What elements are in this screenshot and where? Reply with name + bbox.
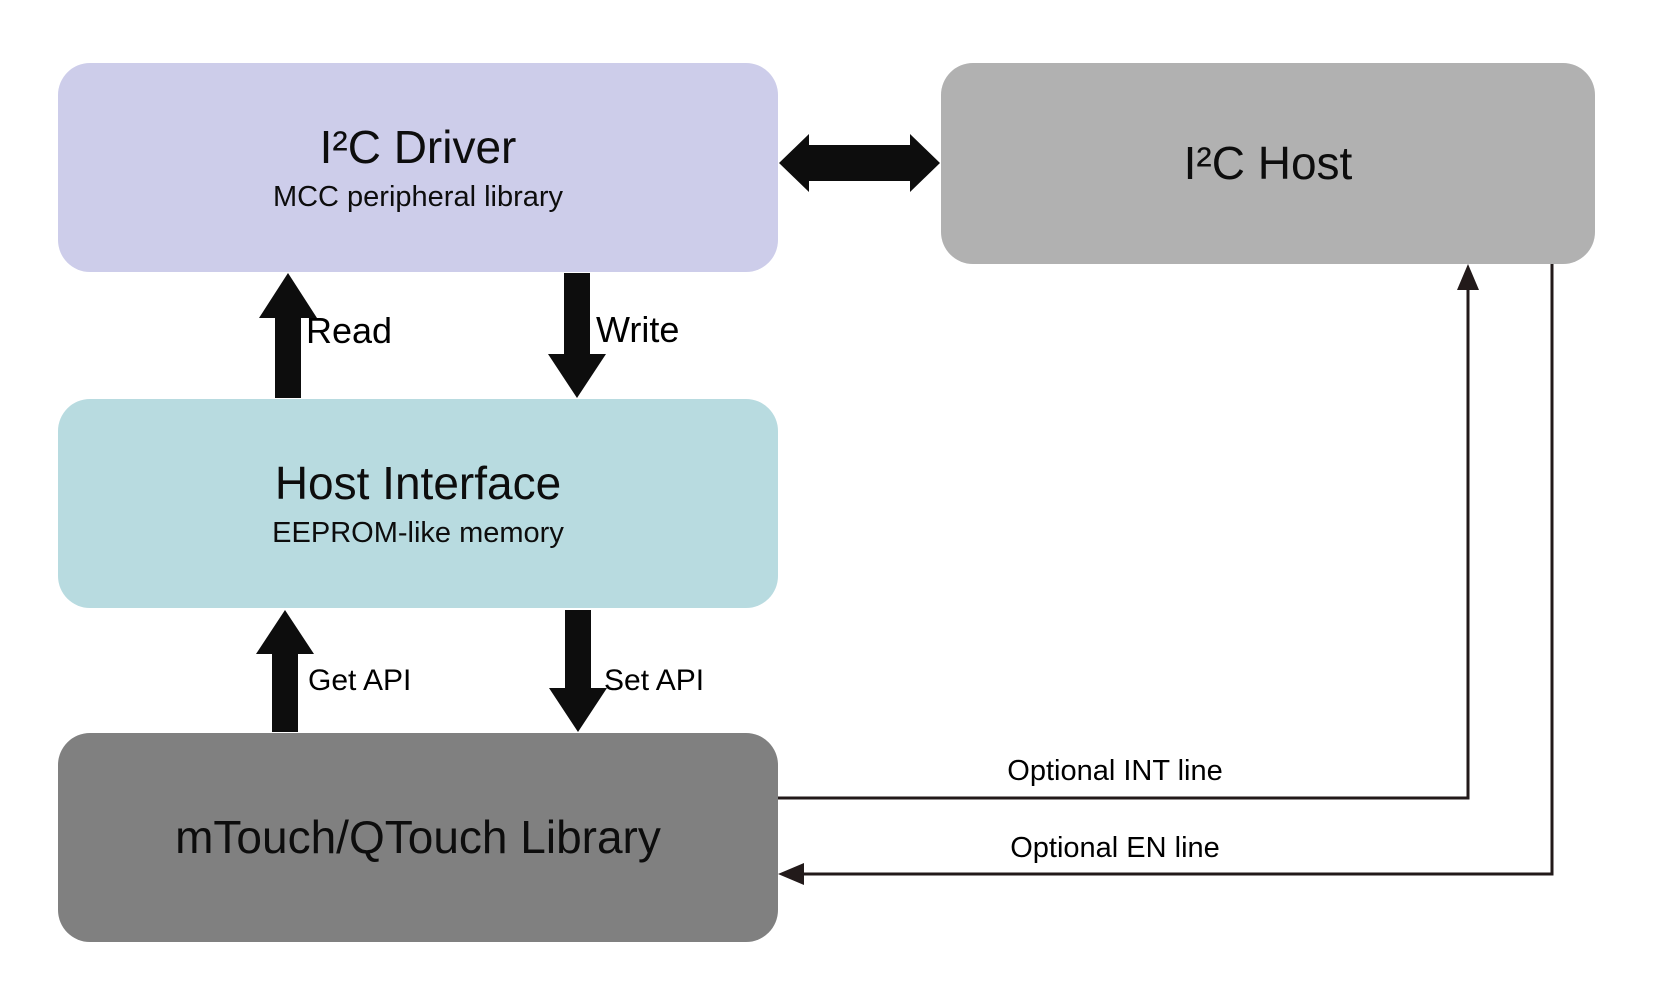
block-i2c-host: I²C Host (941, 63, 1595, 264)
mtouch-library-title: mTouch/QTouch Library (175, 811, 661, 864)
i2c-driver-subtitle: MCC peripheral library (272, 180, 564, 213)
en-line-arrowhead-icon (778, 863, 804, 885)
host-interface-subtitle: EEPROM-like memory (272, 516, 564, 549)
host-interface-title: Host Interface (274, 456, 562, 509)
int-line (778, 278, 1470, 800)
get-api-arrow (256, 610, 314, 732)
i2c-host-title: I²C Host (1183, 137, 1353, 190)
i2c-bus-bidirectional-arrow (779, 134, 940, 192)
block-host-interface: Host Interface EEPROM-like memory (58, 399, 778, 608)
int-line-arrowhead-icon (1457, 264, 1479, 290)
set-api-arrow (549, 610, 607, 732)
set-api-arrow-label: Set API (604, 664, 705, 697)
i2c-driver-title: I²C Driver (319, 120, 517, 173)
optional-en-line-label: Optional EN line (1010, 832, 1220, 864)
write-arrow-label: Write (596, 309, 680, 350)
block-i2c-driver: I²C Driver MCC peripheral library (58, 63, 778, 272)
get-api-arrow-label: Get API (308, 664, 412, 697)
block-mtouch-qtouch-library: mTouch/QTouch Library (58, 733, 778, 942)
optional-int-line-label: Optional INT line (1007, 755, 1223, 787)
read-arrow-label: Read (306, 310, 393, 351)
